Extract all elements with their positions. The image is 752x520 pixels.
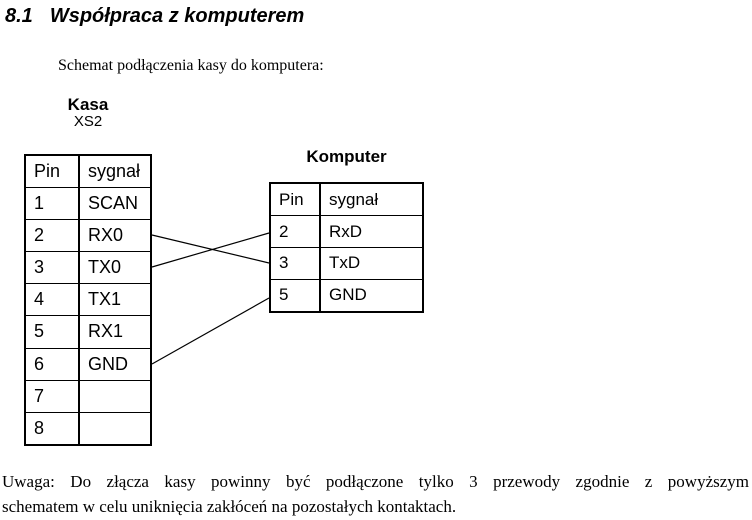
table-row: 3 TxD: [270, 246, 423, 280]
signal-cell: RX0: [79, 219, 151, 253]
signal-cell: GND: [79, 347, 151, 381]
pin-cell: 5: [270, 278, 321, 313]
kasa-label: Kasa XS2: [24, 96, 152, 130]
note-text: Uwaga: Do złącza kasy powinny być podłąc…: [2, 469, 749, 519]
kasa-connector-name: XS2: [73, 113, 103, 130]
section-heading: 8.1 Współpraca z komputerem: [5, 5, 304, 28]
note-line-2: schematem w celu uniknięcia zakłóceń na …: [2, 497, 457, 516]
wire-rx0-to-txd: [151, 234, 270, 264]
signal-cell: RxD: [320, 215, 423, 248]
signal-cell: TxD: [320, 246, 423, 280]
pin-cell: 8: [25, 411, 80, 446]
col-header-pin: Pin: [270, 182, 321, 217]
col-header-signal: sygnał: [79, 154, 151, 189]
section-number: 8.1: [5, 5, 33, 27]
table-row: 2 RX0: [25, 219, 151, 253]
signal-cell: RX1: [79, 315, 151, 349]
signal-cell: TX1: [79, 283, 151, 317]
wire-tx0-to-rxd: [151, 232, 270, 268]
table-row: 3 TX0: [25, 251, 151, 285]
pin-cell: 6: [25, 347, 80, 381]
table-header-row: Pin sygnał: [270, 182, 423, 217]
pin-cell: 7: [25, 379, 80, 413]
table-header-row: Pin sygnał: [25, 154, 151, 189]
signal-cell: [79, 379, 151, 413]
pin-cell: 3: [25, 251, 80, 285]
signal-cell: SCAN: [79, 187, 151, 221]
table-row: 6 GND: [25, 347, 151, 381]
komputer-pin-table: Pin sygnał 2 RxD 3 TxD 5 GND: [269, 182, 424, 313]
pin-cell: 1: [25, 187, 80, 221]
wire-gnd-to-gnd: [151, 297, 270, 365]
note-line-1: Uwaga: Do złącza kasy powinny być podłąc…: [2, 472, 749, 491]
signal-cell: [79, 411, 151, 446]
table-row: 4 TX1: [25, 283, 151, 317]
col-header-pin: Pin: [25, 154, 80, 189]
table-row: 8: [25, 411, 151, 446]
table-row: 2 RxD: [270, 215, 423, 248]
col-header-signal: sygnał: [320, 182, 423, 217]
table-row: 1 SCAN: [25, 187, 151, 221]
table-row: 5 RX1: [25, 315, 151, 349]
kasa-pin-table: Pin sygnał 1 SCAN 2 RX0 3 TX0 4 TX1 5 RX…: [24, 154, 152, 446]
section-title: Współpraca z komputerem: [49, 5, 305, 27]
table-row: 7: [25, 379, 151, 413]
pin-cell: 2: [270, 215, 321, 248]
table-row: 5 GND: [270, 278, 423, 313]
komputer-label: Komputer: [306, 147, 387, 166]
pin-cell: 3: [270, 246, 321, 280]
signal-cell: TX0: [79, 251, 151, 285]
signal-cell: GND: [320, 278, 423, 313]
pin-cell: 2: [25, 219, 80, 253]
intro-text: Schemat podłączenia kasy do komputera:: [58, 57, 324, 74]
pin-cell: 5: [25, 315, 80, 349]
kasa-title: Kasa: [67, 95, 109, 114]
pin-cell: 4: [25, 283, 80, 317]
